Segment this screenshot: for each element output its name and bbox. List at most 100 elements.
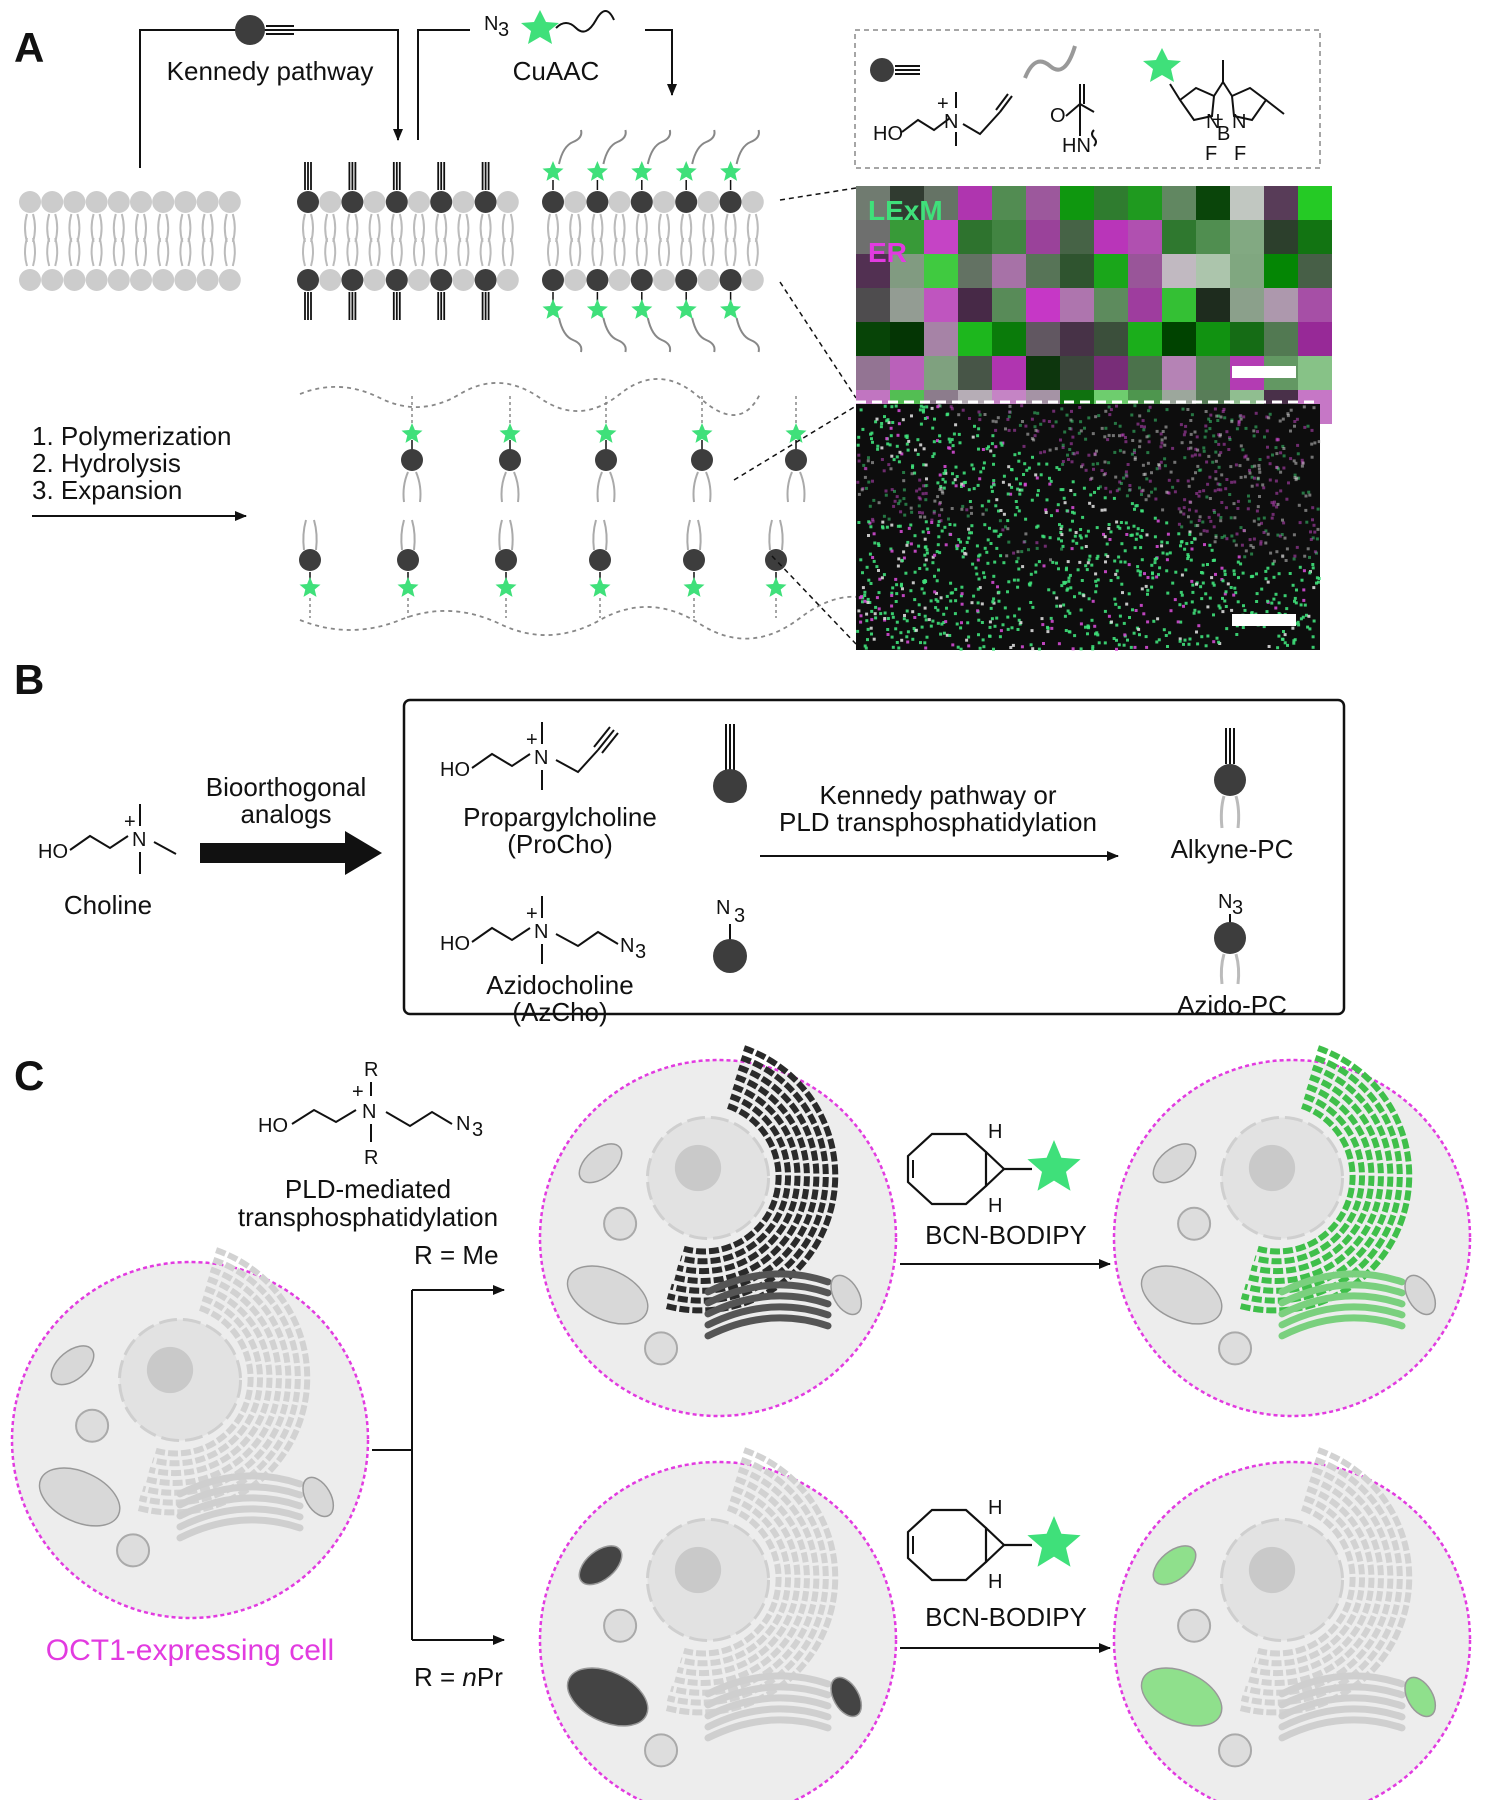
bodipy-star-icon bbox=[495, 577, 517, 597]
reagent-plus: + bbox=[352, 1081, 364, 1103]
h-atom: H bbox=[988, 1121, 1002, 1143]
azcho-plus: + bbox=[526, 903, 538, 925]
cell-icon bbox=[538, 1045, 898, 1418]
callout-lines bbox=[733, 187, 857, 645]
bodipy-star-icon bbox=[675, 299, 697, 319]
expanded-micrograph bbox=[856, 404, 1321, 651]
bodipy-star-icon bbox=[542, 299, 564, 319]
bilayer bbox=[542, 129, 764, 353]
step-3: 3. Expansion bbox=[32, 475, 182, 505]
bodipy-star-icon bbox=[631, 299, 653, 319]
bodipy-star-icon bbox=[595, 423, 617, 443]
analogs-box bbox=[402, 698, 1346, 1016]
procho-n: N bbox=[534, 747, 548, 769]
bodipy-star-icon bbox=[675, 161, 697, 181]
azcho-n3-sub: 3 bbox=[635, 941, 646, 963]
bodipy-star-icon bbox=[1027, 1140, 1081, 1191]
reagent-structure: HO N + R R N 3 bbox=[258, 1059, 483, 1169]
procho-ho: HO bbox=[440, 759, 470, 781]
bodipy-star-icon bbox=[720, 161, 742, 181]
analogs-label-2: analogs bbox=[240, 799, 331, 829]
azido-pc-icon: N 3 bbox=[1214, 891, 1246, 985]
legend-hn: HN bbox=[1062, 135, 1091, 157]
bodipy-star-icon bbox=[1027, 1516, 1081, 1567]
bodipy-minus: − bbox=[1212, 109, 1224, 131]
expanded-lipids bbox=[299, 378, 891, 640]
reagent-label-2: transphosphatidylation bbox=[238, 1202, 498, 1232]
azido-pc-label: Azido-PC bbox=[1177, 990, 1287, 1020]
bodipy-star-icon bbox=[683, 577, 705, 597]
reagent-r1: R bbox=[364, 1059, 378, 1081]
scale-bar-bottom bbox=[1232, 614, 1296, 626]
er-label: ER bbox=[868, 237, 907, 268]
cell-icon bbox=[1112, 1045, 1472, 1418]
polymer-chain-icon bbox=[1023, 45, 1077, 79]
low-res-micrograph bbox=[856, 186, 1332, 424]
cell-label: OCT1-expressing cell bbox=[46, 1634, 334, 1667]
h-atom: H bbox=[988, 1497, 1002, 1519]
expansion-steps: 1. Polymerization 2. Hydrolysis 3. Expan… bbox=[32, 421, 247, 521]
alkyne-pc-label: Alkyne-PC bbox=[1171, 834, 1294, 864]
alkyne-headgroup-icon bbox=[870, 58, 894, 82]
cells bbox=[10, 1045, 1472, 1800]
bodipy-f2: F bbox=[1234, 143, 1246, 165]
cuaac-label: CuAAC bbox=[513, 56, 600, 86]
choline-ho: HO bbox=[38, 841, 68, 863]
choline-structure: HO N + Choline bbox=[38, 804, 177, 920]
reagent-n: N bbox=[362, 1101, 376, 1123]
bodipy-star-icon bbox=[691, 423, 713, 443]
step-2: 2. Hydrolysis bbox=[32, 448, 181, 478]
bcn-bodipy-bottom: HH bbox=[906, 1497, 1081, 1593]
alkyne-headgroup-icon bbox=[713, 769, 747, 803]
step-1: 1. Polymerization bbox=[32, 421, 231, 451]
bodipy-b: B bbox=[1217, 123, 1230, 145]
cuaac-arrow: N 3 CuAAC bbox=[417, 8, 677, 140]
legend-o: O bbox=[1050, 105, 1066, 127]
choline-plus: + bbox=[124, 811, 136, 833]
procho-structure: HO N + Propargylcholine (ProCho) bbox=[440, 722, 747, 859]
azido-pc-n: N bbox=[1218, 891, 1232, 913]
reagent-n3-sub: 3 bbox=[472, 1119, 483, 1141]
bodipy-star-icon bbox=[499, 423, 521, 443]
bodipy-star-icon bbox=[586, 161, 608, 181]
lipid-bilayers bbox=[19, 129, 764, 353]
bcn-bodipy-top: HH bbox=[906, 1121, 1081, 1217]
bodipy-star-icon bbox=[299, 577, 321, 597]
cell-icon bbox=[1112, 1447, 1472, 1800]
micrograph-panel: LExM ER bbox=[856, 186, 1332, 651]
reagent-label-1: PLD-mediated bbox=[285, 1174, 451, 1204]
cond-npr: R = nPr bbox=[414, 1662, 503, 1692]
cond-me: R = Me bbox=[414, 1240, 499, 1270]
alkyne-pc-icon bbox=[1214, 728, 1246, 829]
legend-n: N bbox=[944, 111, 958, 133]
scale-bar-top bbox=[1232, 366, 1296, 378]
bodipy-star-icon bbox=[401, 423, 423, 443]
cell-icon bbox=[10, 1247, 370, 1620]
bodipy-star-icon bbox=[397, 577, 419, 597]
bodipy-star-icon bbox=[765, 577, 787, 597]
procho-label-2: (ProCho) bbox=[507, 829, 612, 859]
bodipy-star-icon bbox=[1143, 48, 1181, 82]
structure-legend: HO N + O HN N N B F bbox=[854, 29, 1321, 169]
choline-n: N bbox=[132, 829, 146, 851]
azide-sub: 3 bbox=[498, 19, 509, 41]
azide-n-label: N bbox=[716, 897, 730, 919]
azido-pc-sub: 3 bbox=[1232, 897, 1243, 919]
legend-plus: + bbox=[937, 93, 949, 115]
bodipy-star-icon bbox=[720, 299, 742, 319]
bodipy-star-icon bbox=[586, 299, 608, 319]
panel-c: C HO N + R R N 3 PLD-mediated transphosp… bbox=[10, 1045, 1472, 1800]
cell-icon bbox=[538, 1447, 898, 1800]
azide-sub-label: 3 bbox=[734, 905, 745, 927]
lexm-label: LExM bbox=[868, 195, 943, 226]
kennedy-pathway-arrow: Kennedy pathway bbox=[139, 15, 403, 168]
procho-label-1: Propargylcholine bbox=[463, 802, 657, 832]
azcho-label-1: Azidocholine bbox=[486, 970, 633, 1000]
reagent-n3: N bbox=[456, 1113, 470, 1135]
procho-plus: + bbox=[526, 729, 538, 751]
branch-arrows: R = Me R = nPr bbox=[372, 1240, 505, 1692]
reaction-label-2: PLD transphosphatidylation bbox=[779, 807, 1097, 837]
reagent-ho: HO bbox=[258, 1115, 288, 1137]
azcho-n: N bbox=[534, 921, 548, 943]
